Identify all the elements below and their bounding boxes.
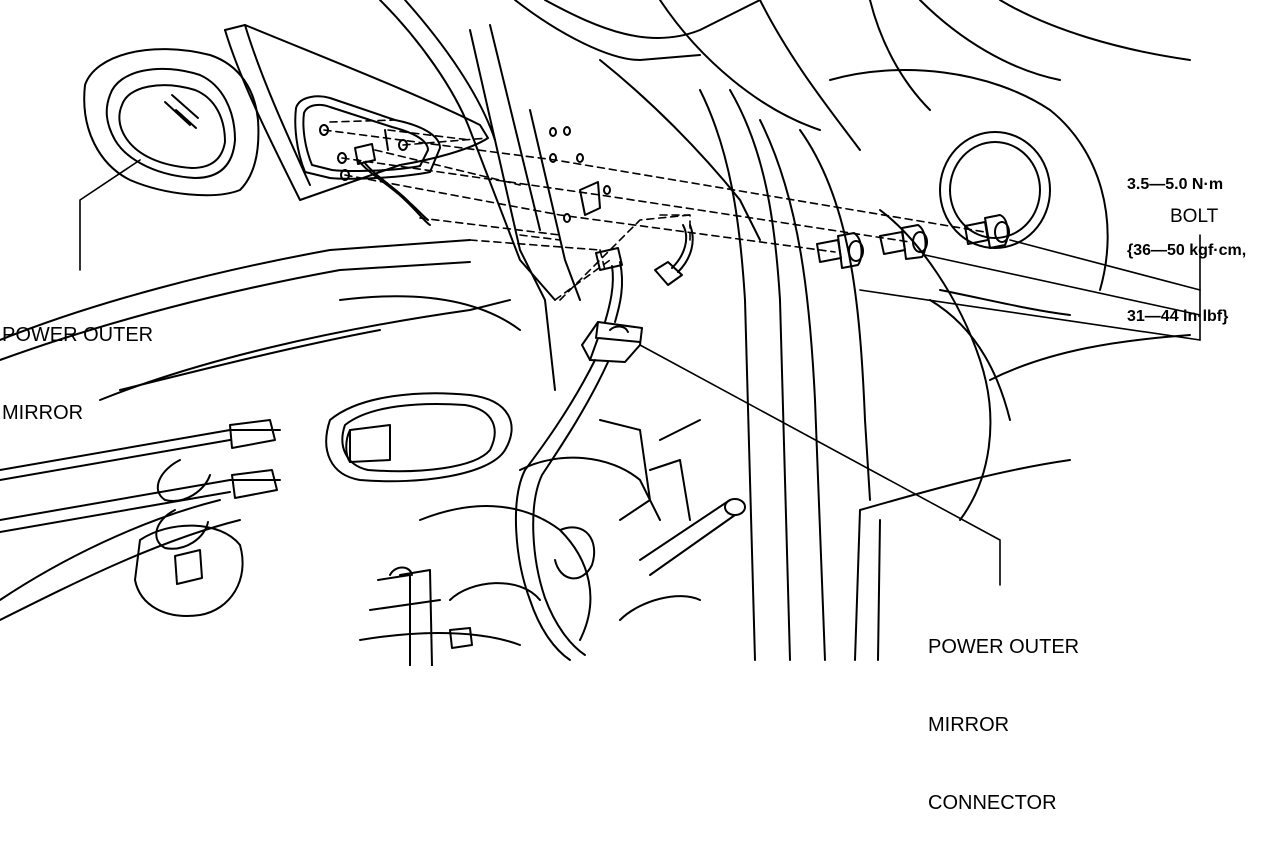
bolt-icon [964, 214, 1010, 249]
mirror-label-line-1: POWER OUTER [2, 324, 154, 346]
bolt-icon [879, 224, 928, 260]
power-outer-mirror [83, 24, 489, 226]
door-structure [379, 0, 1191, 661]
connector-label: POWER OUTER MIRROR CONNECTOR [928, 582, 1079, 842]
connector-label-line-3: CONNECTOR [928, 792, 1057, 814]
door-trim-panel [0, 239, 746, 666]
torque-spec-line-3: 31—44 in·lbf} [1127, 308, 1229, 325]
alignment-dashed-lines [323, 119, 986, 301]
torque-spec-line-2: {36—50 kgf·cm, [1127, 242, 1247, 259]
connector-label-line-1: POWER OUTER [928, 636, 1080, 658]
mirror-label-line-2: MIRROR [2, 402, 84, 424]
mirror-removal-diagram [0, 0, 1201, 666]
connector-label-line-2: MIRROR [928, 714, 1010, 736]
torque-spec-line-1: 3.5—5.0 N·m [1127, 176, 1224, 193]
torque-spec: 3.5—5.0 N·m {36—50 kgf·cm, 31—44 in·lbf} [1127, 130, 1246, 350]
mirror-label: POWER OUTER MIRROR [2, 270, 153, 452]
mirror-harness [514, 224, 694, 661]
leader-lines [79, 159, 1201, 586]
bolt-label: BOLT [1170, 206, 1219, 227]
bolt-icon [816, 232, 864, 269]
